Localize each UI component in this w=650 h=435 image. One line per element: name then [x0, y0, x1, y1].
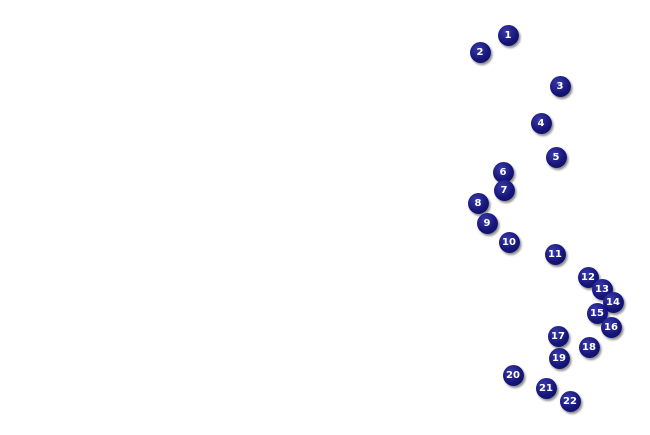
map-marker-19[interactable]: 19: [548, 347, 570, 369]
map-marker-label: 4: [537, 117, 545, 129]
map-marker-7[interactable]: 7: [493, 179, 515, 201]
map-marker-16[interactable]: 16: [600, 316, 622, 338]
map-marker-label: 10: [502, 236, 516, 248]
map-marker-18[interactable]: 18: [578, 336, 600, 358]
map-marker-label: 22: [563, 395, 577, 407]
map-marker-label: 20: [506, 369, 520, 381]
map-marker-label: 21: [539, 382, 553, 394]
map-marker-17[interactable]: 17: [547, 325, 569, 347]
map-marker-label: 5: [552, 151, 560, 163]
map-marker-9[interactable]: 9: [476, 212, 498, 234]
map-marker-label: 8: [474, 197, 482, 209]
map-marker-21[interactable]: 21: [535, 377, 557, 399]
map-marker-10[interactable]: 10: [498, 231, 520, 253]
map-marker-label: 11: [548, 248, 562, 260]
map-marker-label: 13: [595, 283, 609, 295]
map-marker-22[interactable]: 22: [559, 390, 581, 412]
map-marker-label: 15: [590, 307, 604, 319]
map-marker-6[interactable]: 6: [492, 161, 514, 183]
map-marker-14[interactable]: 14: [602, 291, 624, 313]
map-marker-5[interactable]: 5: [545, 146, 567, 168]
map-marker-15[interactable]: 15: [586, 302, 608, 324]
map-marker-2[interactable]: 2: [469, 41, 491, 63]
map-marker-4[interactable]: 4: [530, 112, 552, 134]
map-marker-label: 14: [606, 296, 620, 308]
map-marker-label: 18: [582, 341, 596, 353]
map-marker-label: 3: [556, 80, 564, 92]
map-marker-8[interactable]: 8: [467, 192, 489, 214]
map-marker-20[interactable]: 20: [502, 364, 524, 386]
map-marker-label: 7: [500, 184, 508, 196]
map-marker-label: 17: [551, 330, 565, 342]
map-marker-label: 9: [483, 217, 491, 229]
map-marker-label: 6: [499, 166, 507, 178]
map-marker-1[interactable]: 1: [497, 24, 519, 46]
map-marker-label: 16: [604, 321, 618, 333]
map-marker-label: 2: [476, 46, 484, 58]
map-marker-label: 12: [581, 271, 595, 283]
map-marker-label: 19: [552, 352, 566, 364]
map-marker-label: 1: [504, 29, 512, 41]
map-marker-11[interactable]: 11: [544, 243, 566, 265]
map-marker-3[interactable]: 3: [549, 75, 571, 97]
